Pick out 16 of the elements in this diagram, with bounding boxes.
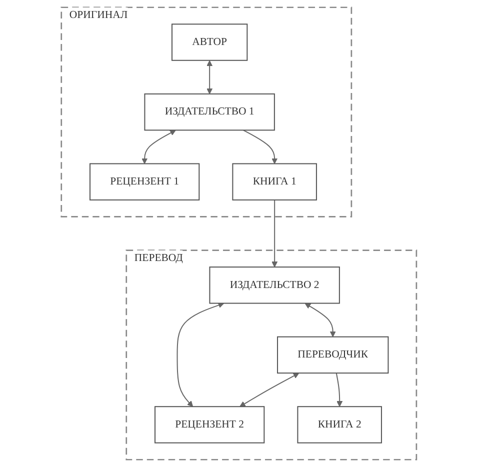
node-box: ПЕРЕВОДЧИК bbox=[277, 336, 389, 374]
arrow bbox=[206, 60, 213, 94]
node-box: ИЗДАТЕЛЬСТВО 1 bbox=[144, 93, 276, 131]
node-box: АВТОР bbox=[172, 24, 248, 61]
node-box: РЕЦЕНЗЕНТ 2 bbox=[154, 406, 265, 444]
node-box: ИЗДАТЕЛЬСТВО 2 bbox=[209, 266, 340, 304]
arrow bbox=[272, 200, 278, 268]
arrow bbox=[304, 303, 336, 338]
node-box: РЕЦЕНЗЕНТ 1 bbox=[90, 163, 200, 200]
arrow bbox=[176, 302, 224, 407]
node-box: КНИГА 2 bbox=[297, 406, 382, 444]
arrow bbox=[243, 130, 278, 164]
arrow bbox=[240, 372, 300, 407]
arrow bbox=[336, 372, 343, 407]
arrow bbox=[142, 130, 176, 164]
node-box: КНИГА 1 bbox=[232, 163, 318, 200]
